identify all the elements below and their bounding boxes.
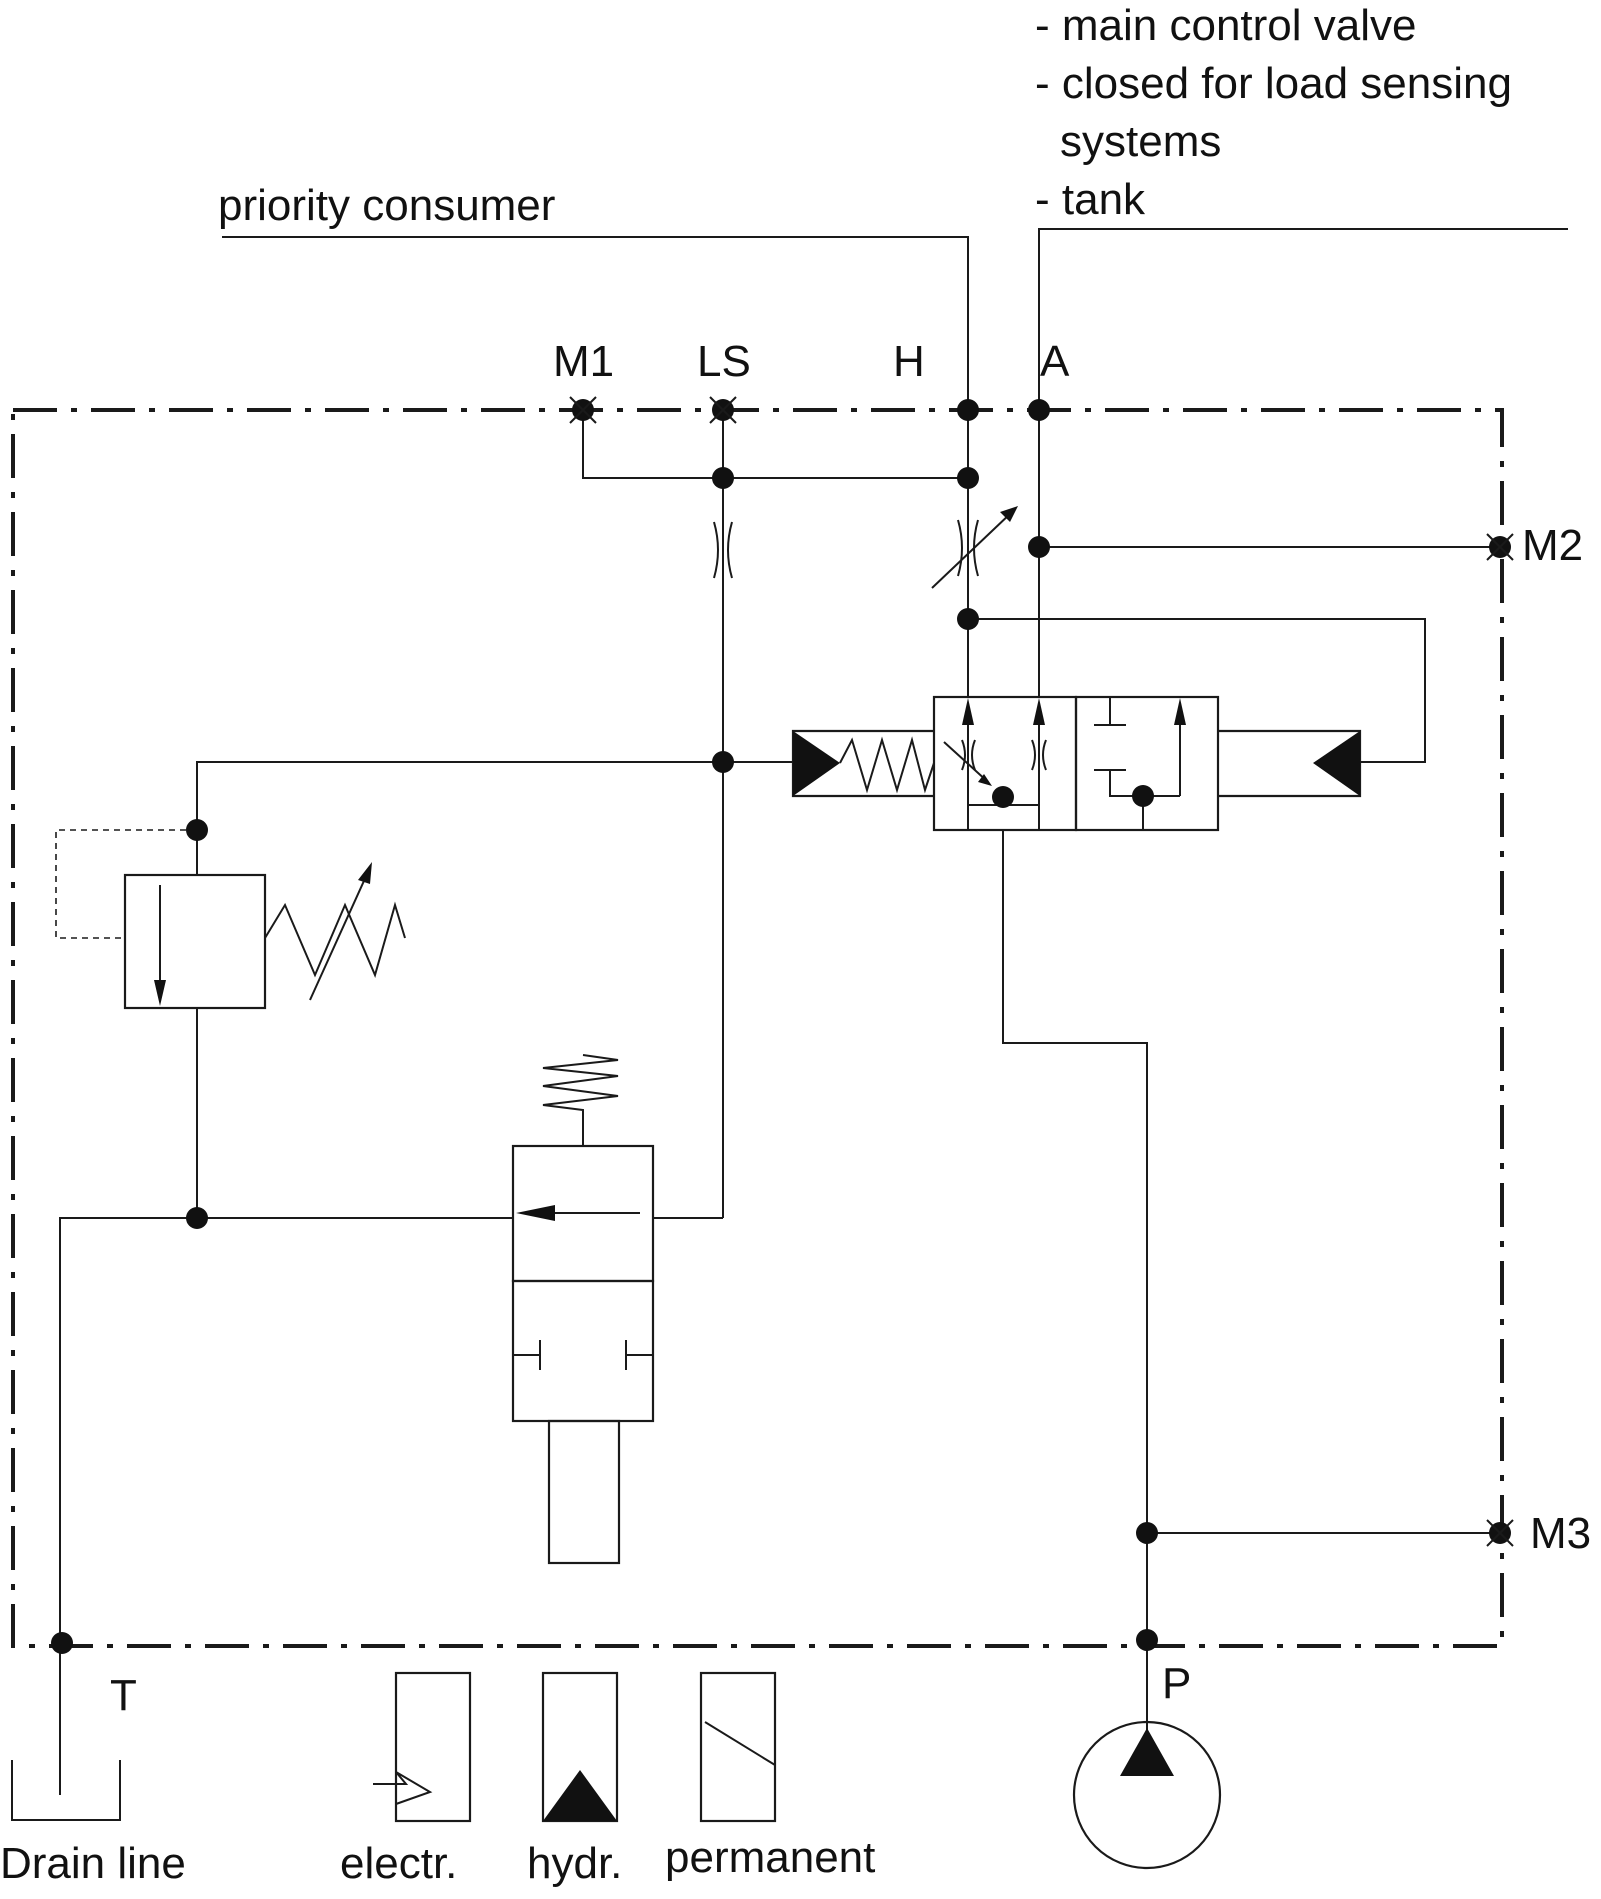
pressure-relief-valve (55, 829, 267, 1010)
port-a-label: A (1040, 337, 1070, 386)
left-pilot-line (196, 761, 723, 875)
spool-right-envelope-paths (1094, 697, 1186, 830)
port-h-label: H (893, 337, 925, 386)
legend-drain-line-label: Drain line (0, 1839, 186, 1888)
spool-spring-icon (839, 736, 935, 794)
legend-hydraulic-symbol (541, 1671, 619, 1823)
relief-spring-adjustable-icon (264, 862, 406, 1001)
valve-block-boundary (11, 408, 1504, 1648)
m1-ls-connection (582, 410, 968, 479)
legend-permanent-symbol (699, 1671, 777, 1823)
port-t-label: T (110, 1671, 137, 1720)
port-m3-label: M3 (1530, 1509, 1591, 1558)
measuring-port-m1-icon (569, 396, 597, 424)
spool-left-envelope-paths (943, 698, 1047, 830)
priority-consumer-label: priority consumer (218, 181, 555, 230)
measuring-port-m2-icon (1486, 533, 1514, 561)
note-main-control-valve: - main control valve (1035, 1, 1416, 50)
ls-orifice-icon (713, 521, 733, 579)
pump-supply-line (1002, 830, 1148, 1750)
junction-dots (51, 399, 1158, 1654)
pump-icon (1072, 1720, 1222, 1870)
right-pilot-triangle-icon (1313, 731, 1360, 796)
priority-spool-valve (791, 695, 1362, 832)
port-m1-label: M1 (553, 337, 614, 386)
port-m2-label: M2 (1522, 521, 1583, 570)
center-directional-valve (511, 1144, 655, 1565)
legend-electric-label: electr. (340, 1839, 457, 1888)
adjustable-orifice-icon (931, 506, 1018, 589)
center-valve-spring-icon (542, 1054, 619, 1146)
right-pilot-line (968, 618, 1426, 763)
note-systems: systems (1060, 117, 1221, 166)
legend-hydraulic-label: hydr. (527, 1839, 622, 1888)
port-ls-label: LS (697, 337, 751, 386)
left-pilot-triangle-icon (793, 731, 840, 796)
note-tank: - tank (1035, 175, 1146, 224)
note-closed-load-sensing: - closed for load sensing (1035, 59, 1512, 108)
drain-line (59, 1217, 513, 1795)
measuring-port-m3-icon (1486, 1519, 1514, 1547)
tank-line (1038, 228, 1568, 410)
legend-electric-symbol (373, 1671, 472, 1823)
tank-icon (11, 1760, 121, 1821)
measuring-port-ls-icon (709, 396, 737, 424)
legend-permanent-label: permanent (665, 1833, 875, 1882)
port-p-label: P (1162, 1659, 1191, 1708)
priority-consumer-line (222, 236, 969, 410)
